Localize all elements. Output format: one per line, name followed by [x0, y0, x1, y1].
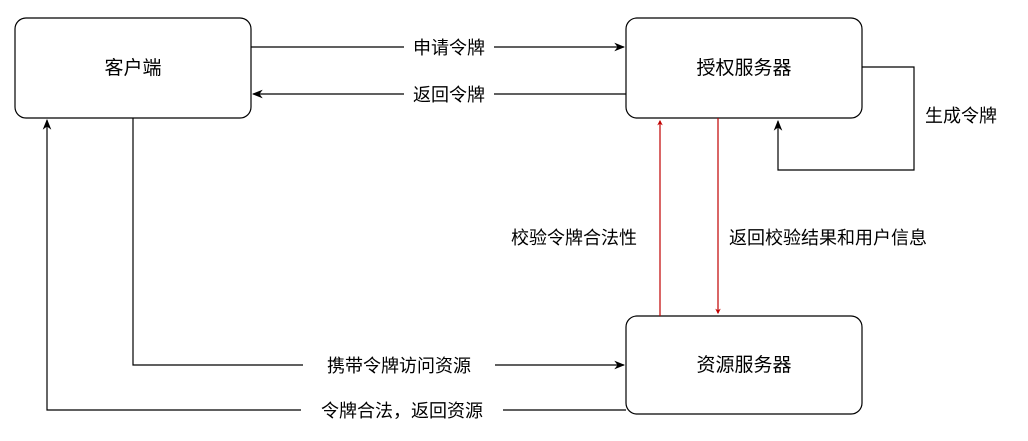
client-node: 客户端 [14, 17, 252, 119]
generate-token-label: 生成令牌 [925, 106, 997, 127]
validate-token-label: 校验令牌合法性 [511, 228, 637, 249]
return-resource-label: 令牌合法，返回资源 [321, 401, 483, 422]
auth-server-node: 授权服务器 [625, 17, 863, 119]
client-label: 客户端 [104, 57, 161, 79]
edge-access-resource: 携带令牌访问资源 [132, 118, 626, 377]
return-validation-label: 返回校验结果和用户信息 [729, 228, 927, 249]
resource-server-label: 资源服务器 [696, 354, 791, 376]
edge-generate-token-line [773, 66, 915, 171]
edge-return-resource: 令牌合法，返回资源 [42, 118, 626, 422]
edge-return-validation: 返回校验结果和用户信息 [715, 118, 927, 315]
edge-generate-token: 生成令牌 [773, 66, 997, 171]
return-token-label: 返回令牌 [413, 85, 485, 106]
edge-return-token: 返回令牌 [251, 82, 626, 106]
resource-server-node: 资源服务器 [625, 315, 863, 415]
auth-server-label: 授权服务器 [696, 57, 791, 79]
edge-request-token: 申请令牌 [251, 35, 626, 59]
request-token-label: 申请令牌 [413, 38, 485, 59]
edge-validate-token: 校验令牌合法性 [511, 119, 663, 316]
access-resource-label: 携带令牌访问资源 [327, 356, 471, 377]
